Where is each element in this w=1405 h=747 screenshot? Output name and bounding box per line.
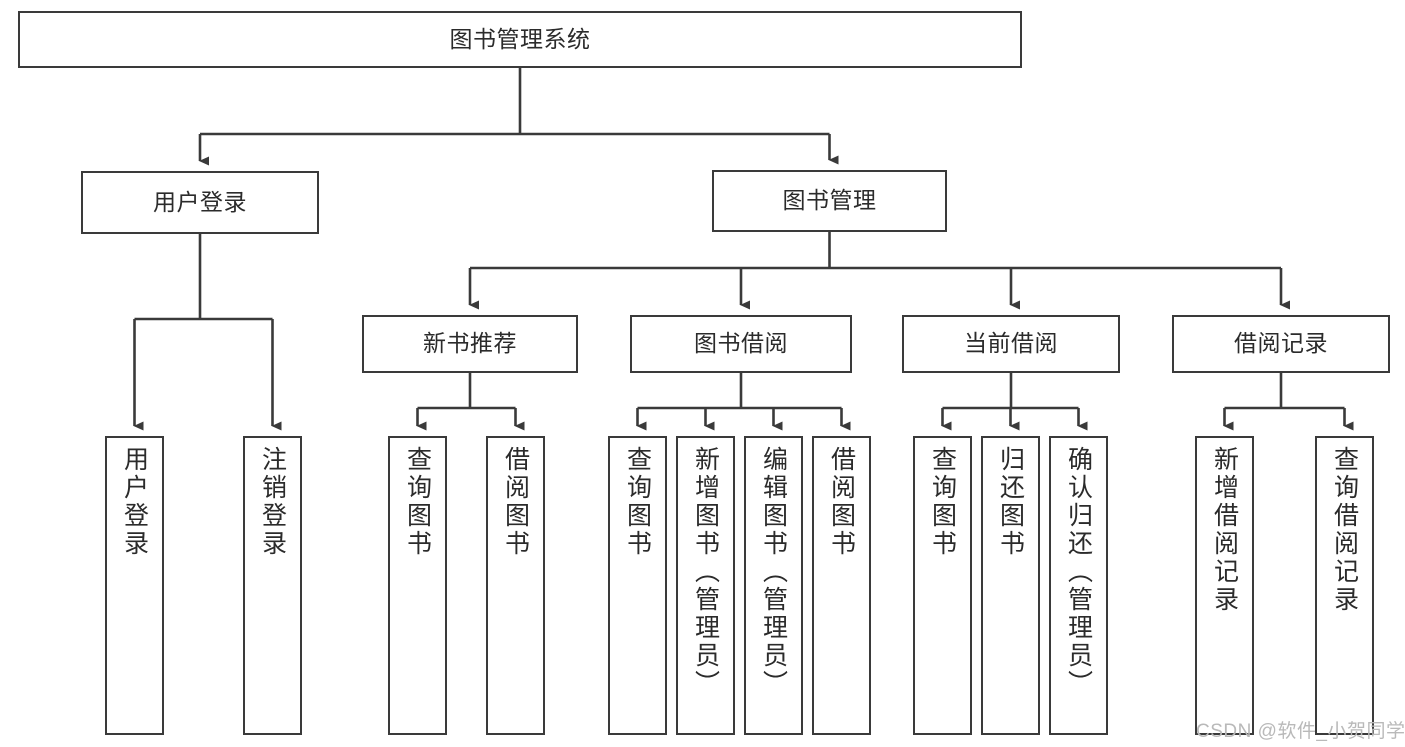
leaf-node-leaf-query-record: 查询借阅记录 [1315, 436, 1374, 735]
leaf-node-leaf-return-book: 归还图书 [981, 436, 1040, 735]
node-label: 图书管理 [782, 187, 877, 214]
node-label: 新增借阅记录 [1210, 446, 1239, 614]
node-label: 图书管理系统 [449, 25, 591, 52]
connector-lines [133, 68, 1354, 431]
leaf-node-leaf-confirm-return: 确认归还（管理员） [1049, 436, 1108, 735]
leaf-node-leaf-user-login: 用户登录 [105, 436, 164, 735]
leaf-node-leaf-add-record: 新增借阅记录 [1195, 436, 1254, 735]
node-label: 借阅记录 [1234, 330, 1328, 357]
node-root: 图书管理系统 [18, 11, 1022, 68]
node-label: 归还图书 [996, 446, 1025, 558]
node-label: 新书推荐 [423, 330, 517, 357]
node-label: 图书借阅 [694, 330, 788, 357]
leaf-node-leaf-edit-book: 编辑图书（管理员） [744, 436, 803, 735]
node-label: 当前借阅 [964, 330, 1058, 357]
leaf-node-leaf-add-book: 新增图书（管理员） [676, 436, 735, 735]
node-new-book-recommend: 新书推荐 [362, 315, 578, 373]
node-label: 新增图书（管理员） [691, 446, 720, 698]
node-label: 查询图书 [928, 446, 957, 558]
node-label: 用户登录 [120, 446, 149, 558]
leaf-node-leaf-logout: 注销登录 [243, 436, 302, 735]
node-label: 确认归还（管理员） [1064, 446, 1093, 698]
node-label: 用户登录 [153, 188, 247, 215]
node-label: 借阅图书 [501, 446, 530, 558]
node-label: 查询图书 [623, 446, 652, 558]
node-label: 编辑图书（管理员） [759, 446, 788, 698]
node-label: 查询借阅记录 [1330, 446, 1359, 614]
node-borrow-record: 借阅记录 [1172, 315, 1390, 373]
node-book-manage: 图书管理 [712, 170, 947, 232]
leaf-node-leaf-query-book-2: 查询图书 [608, 436, 667, 735]
node-user-login: 用户登录 [81, 171, 319, 234]
node-label: 借阅图书 [827, 446, 856, 558]
node-label: 查询图书 [403, 446, 432, 558]
node-current-borrow: 当前借阅 [902, 315, 1120, 373]
leaf-node-leaf-borrow-book-1: 借阅图书 [486, 436, 545, 735]
leaf-node-leaf-query-book-3: 查询图书 [913, 436, 972, 735]
leaf-node-leaf-borrow-book-2: 借阅图书 [812, 436, 871, 735]
leaf-node-leaf-query-book-1: 查询图书 [388, 436, 447, 735]
node-book-borrow: 图书借阅 [630, 315, 852, 373]
node-label: 注销登录 [258, 446, 287, 558]
